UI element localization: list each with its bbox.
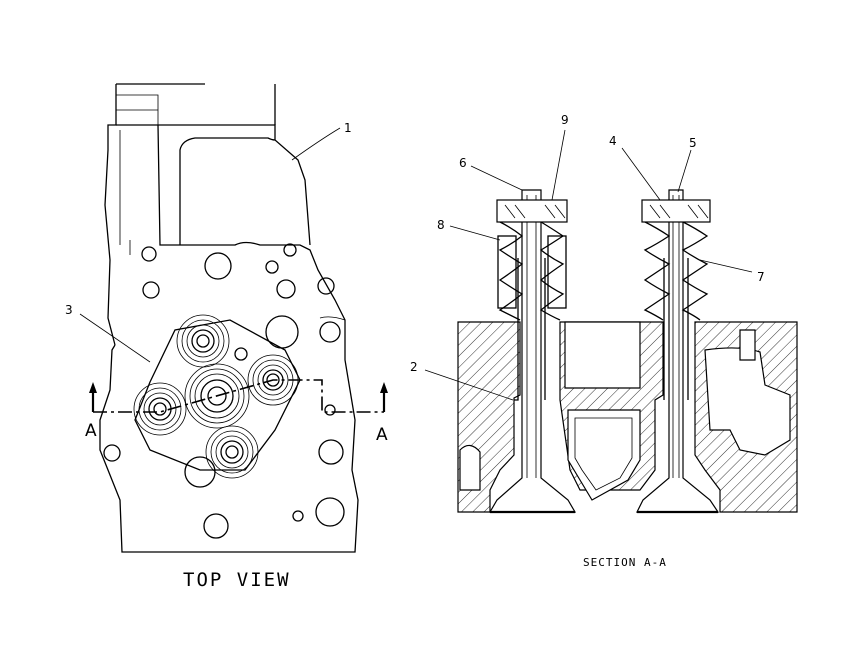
spring-assembly-left: [133, 382, 187, 436]
callout-9: 9: [561, 113, 569, 127]
callout-2: 2: [410, 360, 418, 374]
callout-3: 3: [65, 303, 73, 317]
right-valve-springs: [641, 199, 711, 321]
section-marker-left: A: [85, 421, 97, 441]
callout-leaders: [79, 127, 753, 401]
spring-assembly-center: [184, 363, 250, 429]
callout-5: 5: [689, 136, 697, 150]
callout-6: 6: [459, 156, 467, 170]
spring-assembly-lower: [205, 425, 259, 479]
left-valve: [488, 189, 577, 514]
callout-1: 1: [344, 121, 352, 135]
section-view-drawing: [457, 189, 798, 514]
callout-4: 4: [609, 134, 617, 148]
section-cut-line: [93, 379, 384, 413]
left-valve-springs: [496, 199, 568, 321]
callout-7: 7: [757, 270, 765, 284]
section-marker-right: A: [376, 425, 388, 445]
top-view-drawing: [89, 83, 388, 553]
right-valve: [636, 189, 720, 514]
top-view-caption: TOP VIEW: [183, 569, 291, 591]
spring-assembly-upper-left: [176, 314, 230, 368]
section-view-caption: SECTION A-A: [583, 556, 667, 569]
callout-8: 8: [437, 218, 445, 232]
